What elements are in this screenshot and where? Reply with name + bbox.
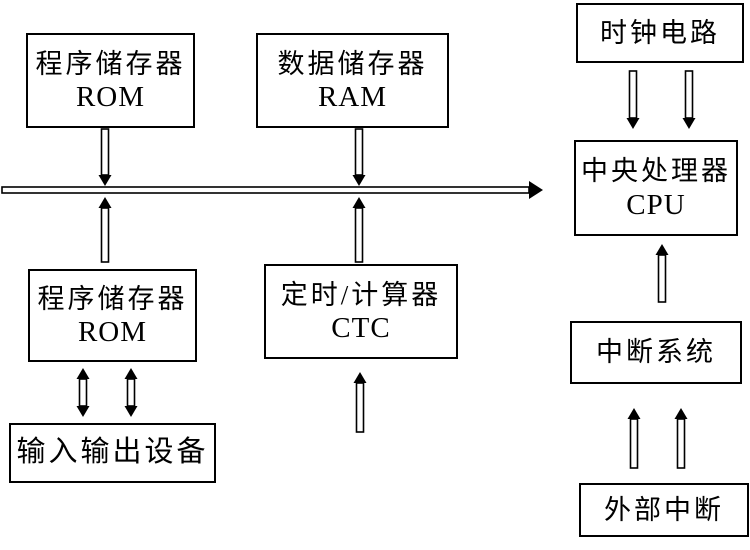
box-label-zh: 程序储存器 bbox=[37, 283, 188, 314]
box-label-zh: 中央处理器 bbox=[581, 156, 731, 187]
arrow-rom-bottom-to-bus bbox=[98, 197, 112, 263]
box-label-en: RAM bbox=[317, 81, 388, 114]
box-clock-circuit: 时钟电路 bbox=[576, 3, 744, 63]
box-program-rom-top: 程序储存器 ROM bbox=[26, 33, 195, 128]
box-label-zh: 数据储存器 bbox=[277, 48, 428, 79]
arrow-clock-to-cpu-right bbox=[682, 70, 696, 129]
arrow-ctc-to-bus bbox=[352, 197, 366, 263]
box-external-interrupt: 外部中断 bbox=[579, 483, 749, 537]
arrow-rom-io-bidirectional-left bbox=[76, 368, 90, 417]
arrow-rom-top-to-bus bbox=[98, 128, 112, 186]
box-label-zh: 程序储存器 bbox=[35, 48, 186, 79]
box-timer-ctc: 定时/计算器 CTC bbox=[264, 264, 458, 359]
box-label-zh: 外部中断 bbox=[604, 494, 724, 525]
box-program-rom-bottom: 程序储存器 ROM bbox=[28, 269, 197, 362]
arrow-external-to-interrupt-right bbox=[674, 408, 688, 469]
box-data-ram: 数据储存器 RAM bbox=[256, 33, 449, 128]
box-label-zh: 输入输出设备 bbox=[16, 436, 209, 469]
box-interrupt-system: 中断系统 bbox=[570, 321, 742, 384]
box-cpu: 中央处理器 CPU bbox=[574, 140, 738, 236]
box-label-en: CTC bbox=[331, 312, 391, 345]
box-label-en: ROM bbox=[77, 316, 148, 349]
arrow-into-ctc-bottom bbox=[353, 372, 367, 433]
box-label-en: CPU bbox=[626, 188, 686, 221]
box-io-devices: 输入输出设备 bbox=[9, 423, 216, 483]
box-label-zh: 中断系统 bbox=[596, 337, 716, 368]
box-label-en: ROM bbox=[75, 81, 146, 114]
arrow-external-to-interrupt-left bbox=[627, 408, 641, 469]
system-bus-arrow bbox=[1, 181, 543, 199]
arrow-ram-to-bus bbox=[352, 128, 366, 186]
box-label-zh: 时钟电路 bbox=[600, 17, 720, 48]
box-label-zh: 定时/计算器 bbox=[280, 279, 442, 310]
arrow-rom-io-bidirectional-right bbox=[124, 368, 138, 417]
arrow-clock-to-cpu-left bbox=[626, 70, 640, 129]
arrow-interrupt-system-to-cpu bbox=[655, 244, 669, 303]
